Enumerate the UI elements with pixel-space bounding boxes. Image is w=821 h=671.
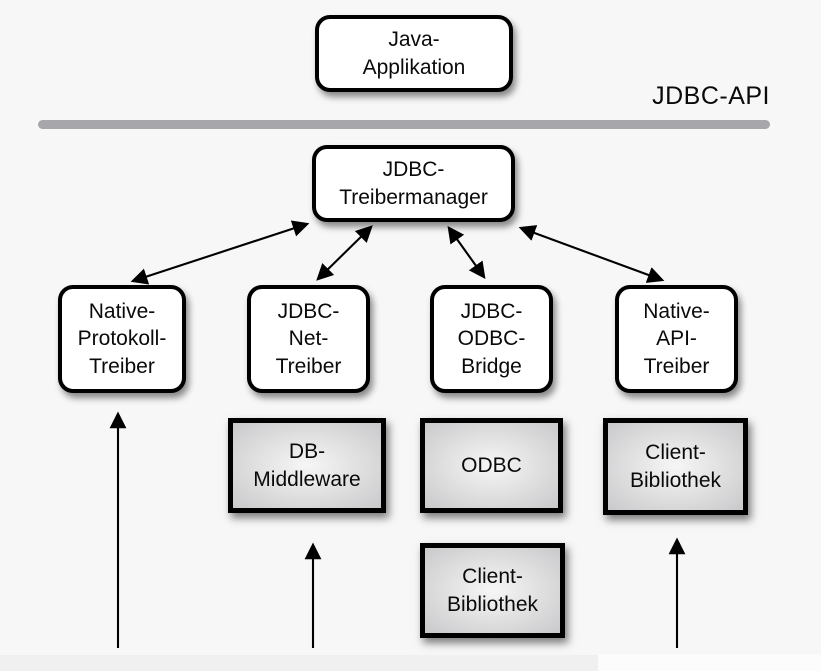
edge-manager-jdbc-net xyxy=(316,225,373,281)
node-odbc: ODBC xyxy=(420,418,563,513)
node-db-middleware: DB- Middleware xyxy=(228,418,386,513)
node-native-api-treiber: Native- API- Treiber xyxy=(615,285,738,393)
node-jdbc-treibermanager: JDBC- Treibermanager xyxy=(312,145,515,222)
edge-manager-native-api xyxy=(518,225,665,283)
edge-manager-native-protokoll xyxy=(130,220,310,285)
node-native-protokoll-treiber: Native- Protokoll- Treiber xyxy=(58,285,186,393)
edge-manager-jdbc-odbc xyxy=(447,225,486,280)
node-client-bibliothek-middle: Client- Bibliothek xyxy=(420,543,565,638)
node-jdbc-net-treiber: JDBC- Net- Treiber xyxy=(247,285,370,393)
node-jdbc-odbc-bridge: JDBC- ODBC- Bridge xyxy=(430,285,553,393)
jdbc-api-label: JDBC-API xyxy=(652,82,770,110)
bottom-right-patch xyxy=(598,654,821,671)
jdbc-api-divider-bar xyxy=(38,120,770,129)
node-java-applikation: Java- Applikation xyxy=(315,15,513,92)
node-client-bibliothek-right: Client- Bibliothek xyxy=(603,418,748,515)
